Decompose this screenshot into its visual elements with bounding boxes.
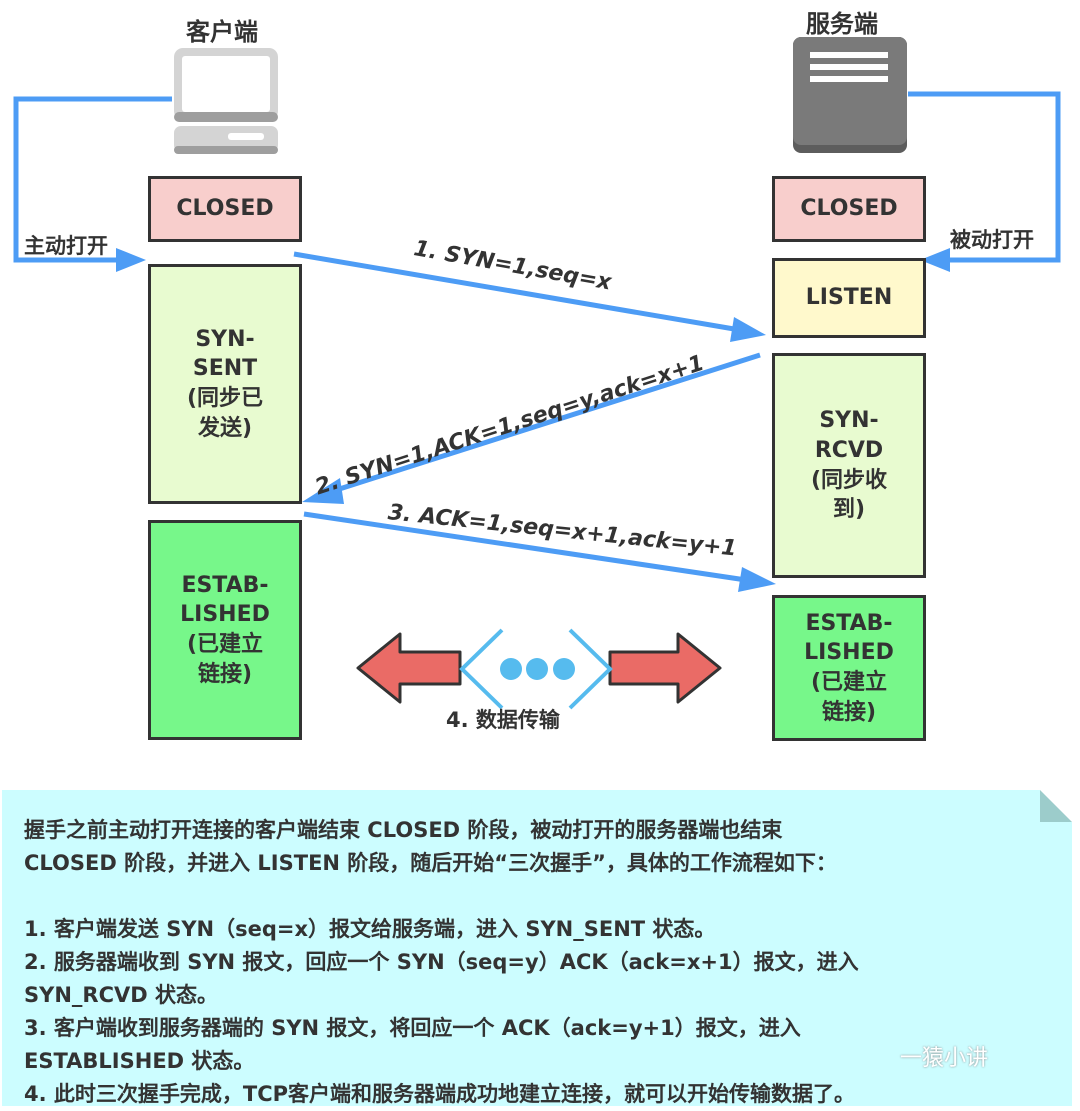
desktop-computer-icon bbox=[174, 48, 278, 154]
server-state-closed: CLOSED bbox=[772, 176, 926, 242]
note-text: 握手之前主动打开连接的客户端结束 CLOSED 阶段，被动打开的服务器端也结束 … bbox=[24, 818, 859, 1106]
server-state-established: ESTAB- LISHED (已建立 链接) bbox=[772, 595, 926, 741]
folded-corner-icon bbox=[1040, 790, 1072, 822]
server-icon bbox=[793, 37, 907, 153]
client-state-closed: CLOSED bbox=[148, 176, 302, 242]
message-2-arrowhead bbox=[302, 478, 344, 504]
message-1-arrowhead bbox=[730, 317, 766, 342]
dot-2 bbox=[526, 658, 548, 680]
dot-1 bbox=[500, 658, 522, 680]
passive-open-label: 被动打开 bbox=[950, 228, 1034, 252]
client-state-syn-sent: SYN- SENT (同步已 发送) bbox=[148, 264, 302, 504]
server-state-listen: LISTEN bbox=[772, 258, 926, 338]
bracket-right bbox=[568, 628, 613, 710]
data-transfer-label: 4. 数据传输 bbox=[446, 708, 560, 732]
message-3-arrowhead bbox=[738, 567, 776, 592]
data-arrow-right bbox=[608, 632, 722, 704]
client-state-established: ESTAB- LISHED (已建立 链接) bbox=[148, 520, 302, 740]
message-2-line bbox=[329, 352, 761, 495]
client-title: 客户端 bbox=[186, 18, 258, 46]
watermark: 一猿小讲 bbox=[900, 1046, 989, 1071]
dot-3 bbox=[553, 658, 575, 680]
data-arrow-left bbox=[356, 632, 462, 704]
message-1-line bbox=[293, 251, 741, 333]
active-open-label: 主动打开 bbox=[24, 234, 108, 258]
server-state-syn-rcvd: SYN- RCVD (同步收 到) bbox=[772, 353, 926, 578]
message-3-line bbox=[303, 511, 747, 583]
active-open-arrowhead bbox=[116, 248, 146, 272]
bracket-left bbox=[459, 628, 504, 710]
passive-open-arrowhead bbox=[920, 248, 950, 272]
server-title: 服务端 bbox=[806, 10, 878, 38]
active-open-connector bbox=[13, 96, 172, 263]
explanation-note: 握手之前主动打开连接的客户端结束 CLOSED 阶段，被动打开的服务器端也结束 … bbox=[2, 790, 1072, 1106]
diagram-arrows bbox=[13, 91, 1061, 710]
passive-open-connector bbox=[908, 91, 1061, 263]
